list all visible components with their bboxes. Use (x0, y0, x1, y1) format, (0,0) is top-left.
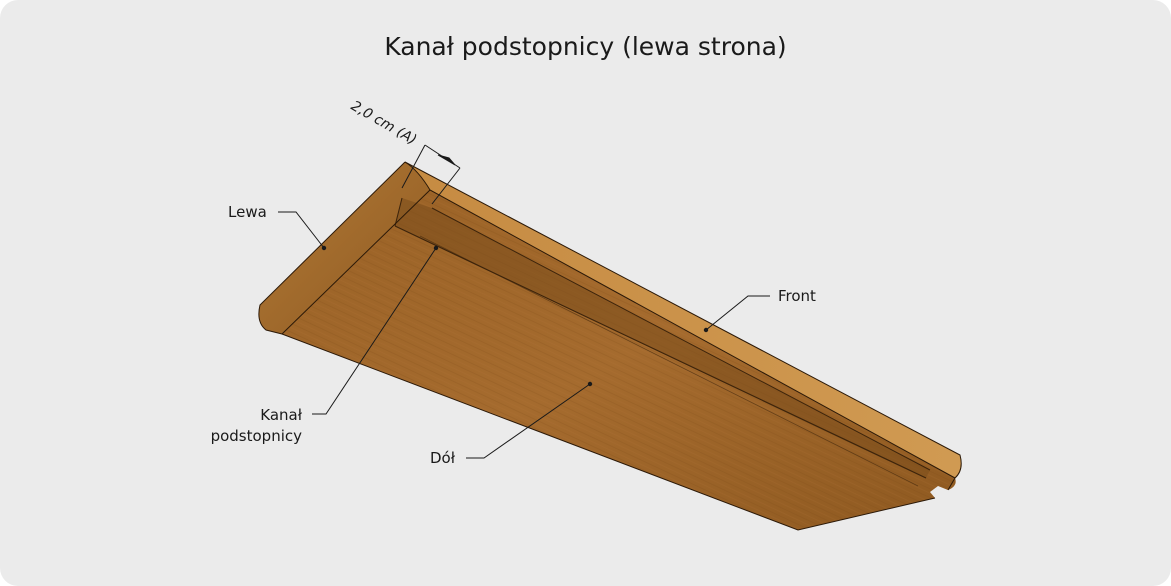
dimension-lines (401, 144, 461, 205)
front-leader-dot (703, 327, 709, 333)
left-leader-dot (321, 245, 327, 251)
tread-bottom-face (282, 190, 956, 530)
label-bottom: Dół (430, 449, 455, 467)
diagram-title: Kanał podstopnicy (lewa strona) (384, 32, 787, 61)
riser-groove (394, 197, 931, 487)
leader-lines (278, 211, 770, 459)
tread-outline (258, 161, 962, 531)
label-front: Front (778, 287, 816, 305)
label-riser-groove-line2: podstopnicy (210, 427, 302, 445)
groove-leader-dot (433, 245, 439, 251)
label-left: Lewa (228, 203, 267, 221)
label-riser-groove: Kanał podstopnicy (206, 405, 302, 447)
bottom-leader-dot (587, 381, 593, 387)
tread-left-face (258, 162, 430, 334)
leader-dots (321, 245, 709, 387)
tread-front-edge (405, 162, 962, 478)
label-riser-groove-line1: Kanał (260, 406, 302, 424)
